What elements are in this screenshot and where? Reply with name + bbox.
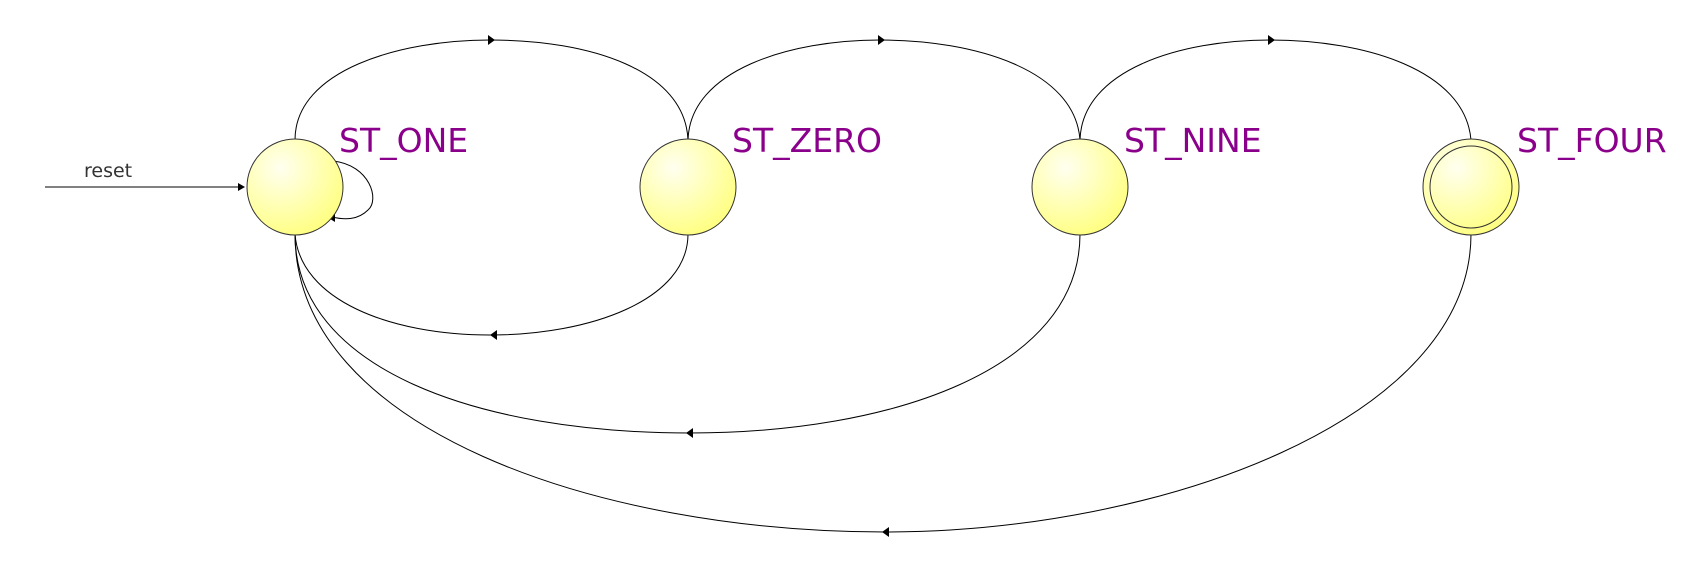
forward-transitions <box>294 35 1472 141</box>
state-label-st-four: ST_FOUR <box>1517 121 1667 160</box>
state-label-st-nine: ST_NINE <box>1124 121 1262 160</box>
state-circle-st-four-inner <box>1429 145 1513 229</box>
transition-zero-to-one <box>294 233 689 336</box>
state-label-st-zero: ST_ZERO <box>732 121 882 160</box>
reset-label: reset <box>84 160 132 182</box>
arrow-one-to-zero <box>488 35 495 45</box>
state-st-nine[interactable]: ST_NINE <box>1031 121 1262 236</box>
state-label-st-one: ST_ONE <box>339 121 468 160</box>
state-st-four[interactable]: ST_FOUR <box>1422 121 1667 236</box>
arrow-zero-to-nine <box>878 35 885 45</box>
transition-four-to-one <box>294 233 1472 533</box>
state-st-one[interactable]: ST_ONE <box>246 121 468 236</box>
state-circle-st-four-outer[interactable] <box>1422 138 1520 236</box>
state-circle-st-one[interactable] <box>246 138 344 236</box>
state-st-zero[interactable]: ST_ZERO <box>639 121 882 236</box>
arrow-nine-to-four <box>1268 35 1275 45</box>
transition-nine-to-one <box>294 233 1081 434</box>
arrow-zero-to-one <box>490 330 497 340</box>
transition-one-self <box>331 160 374 220</box>
reset-arrowhead <box>238 183 245 191</box>
arrow-four-to-one <box>882 527 889 537</box>
state-circle-st-nine[interactable] <box>1031 138 1129 236</box>
initial-transition: reset <box>45 160 245 191</box>
state-circle-st-zero[interactable] <box>639 138 737 236</box>
arrow-nine-to-one <box>686 428 693 438</box>
return-transitions <box>294 233 1472 537</box>
